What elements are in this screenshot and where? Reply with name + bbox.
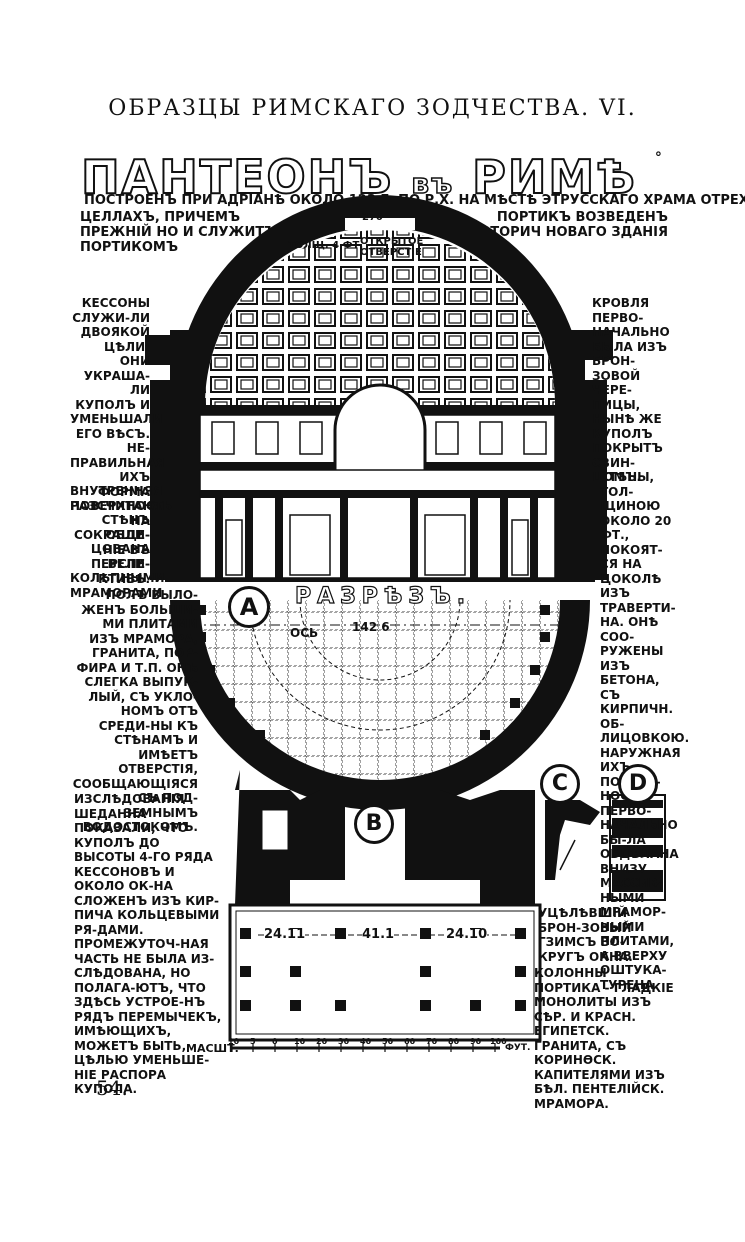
marker-d: D (618, 764, 658, 804)
scale-tick: 10 (228, 1037, 240, 1046)
scale-tick: 90 (470, 1037, 482, 1046)
page-number: 54. (96, 1076, 128, 1100)
left-wall (170, 330, 200, 580)
plan-dim-left: 24.11 (264, 927, 306, 942)
scale-tick: 50 (382, 1037, 394, 1046)
note-interior: ВНУТРЕННЯЯ ПОВЕРХНОСТЬ СТѢНЪ ОБЛИ-ЦОВАНА… (70, 484, 173, 600)
subtitle-right: ПОРТИКЪ ВОЗВЕДЕНЪ ВТОРИЧ НОВАГО ЗДАНІЯ (480, 210, 668, 240)
scale-tick: 20 (316, 1037, 328, 1046)
plan-axis: ОСЬ (290, 626, 319, 640)
title-small: въ (411, 166, 455, 201)
note-cornice: УЦѢЛѢВШІЙ БРОН-ЗОВЫЙ ГЗИМСЪ ВО-КРУГЪ ОКН… (538, 906, 633, 964)
dome-dim-270: 270 (362, 212, 383, 223)
scale-tick: 60 (404, 1037, 416, 1046)
section-label: РАЗРѢЗЪ. (294, 583, 472, 609)
scale-tick: 40 (360, 1037, 372, 1046)
scale-tick: 100 (490, 1037, 507, 1046)
marker-b: B (354, 804, 394, 844)
scale-tick: 70 (426, 1037, 438, 1046)
note-coffers: КЕССОНЫ СЛУЖИ-ЛИ ДВОЯКОЙ ЦѢЛИ: ОНИ УКРАШ… (70, 296, 165, 586)
scale-tick: 80 (448, 1037, 460, 1046)
marker-a: A (228, 586, 270, 628)
title-main: ПАНТЕОНЪ (80, 149, 394, 205)
page-header: ОБРАЗЦЫ РИМСКАГО ЗОДЧЕСТВА. VI. (108, 96, 637, 121)
page-title: ПАНТЕОНЪ въ РИМѢ ° (80, 149, 664, 205)
dome-thickness: ТОЛЩ. 4 ФТ. (288, 240, 364, 251)
scale-unit: ФУТ. (505, 1043, 531, 1053)
note-walls: СТѢНЫ, ТОЛ-ЩИНОЮ ОКОЛО 20 ФТ., ПОКОЯТ-СЯ… (600, 470, 690, 992)
scale-tick: 30 (338, 1037, 350, 1046)
right-wall (555, 330, 585, 580)
note-roof: КРОВЛЯ ПЕРВО-НАЧАЛЬНО БЫЛА ИЗЪ БРОН-ЗОВО… (592, 296, 670, 484)
title-tail: РИМѢ (471, 149, 637, 205)
plan-dim-center: 142 6 (352, 620, 390, 634)
subtitle-left: ЦЕЛЛАХЪ, ПРИЧЕМЪ ПРЕЖНІЙ НО И СЛУЖИТЪ ПО… (80, 210, 277, 255)
dome-shell (175, 195, 585, 405)
oculus (345, 218, 415, 230)
rotunda-plan (170, 600, 590, 810)
note-columns: КОЛОННЫ ПОРТИКА - ГЛАДКІЕ МОНОЛИТЫ ИЗЪ С… (534, 966, 674, 1111)
scale-tick: 10 (294, 1037, 306, 1046)
marker-c: C (540, 764, 580, 804)
plan-dim-right: 24.10 (446, 927, 488, 942)
scale-label: МАСШТ. (186, 1042, 239, 1055)
dome-opening: ОТКРЫТОЕ ОТВЕРСТІЕ (360, 236, 424, 258)
note-floor: ПОЛЪ ВЫЛО-ЖЕНЪ БОЛЬШИ-МИ ПЛИТАМИ ИЗЪ МРА… (72, 588, 198, 834)
scale-tick: 0 (272, 1037, 278, 1046)
scale-tick: 5 (250, 1037, 256, 1046)
plan-dim-mid: 41.1 (362, 927, 395, 942)
note-research: ИЗСЛѢДОВАНІЯ ШЕДАННА ПОКАЗАЛИ, ЧТО КУПОЛ… (74, 792, 222, 1096)
